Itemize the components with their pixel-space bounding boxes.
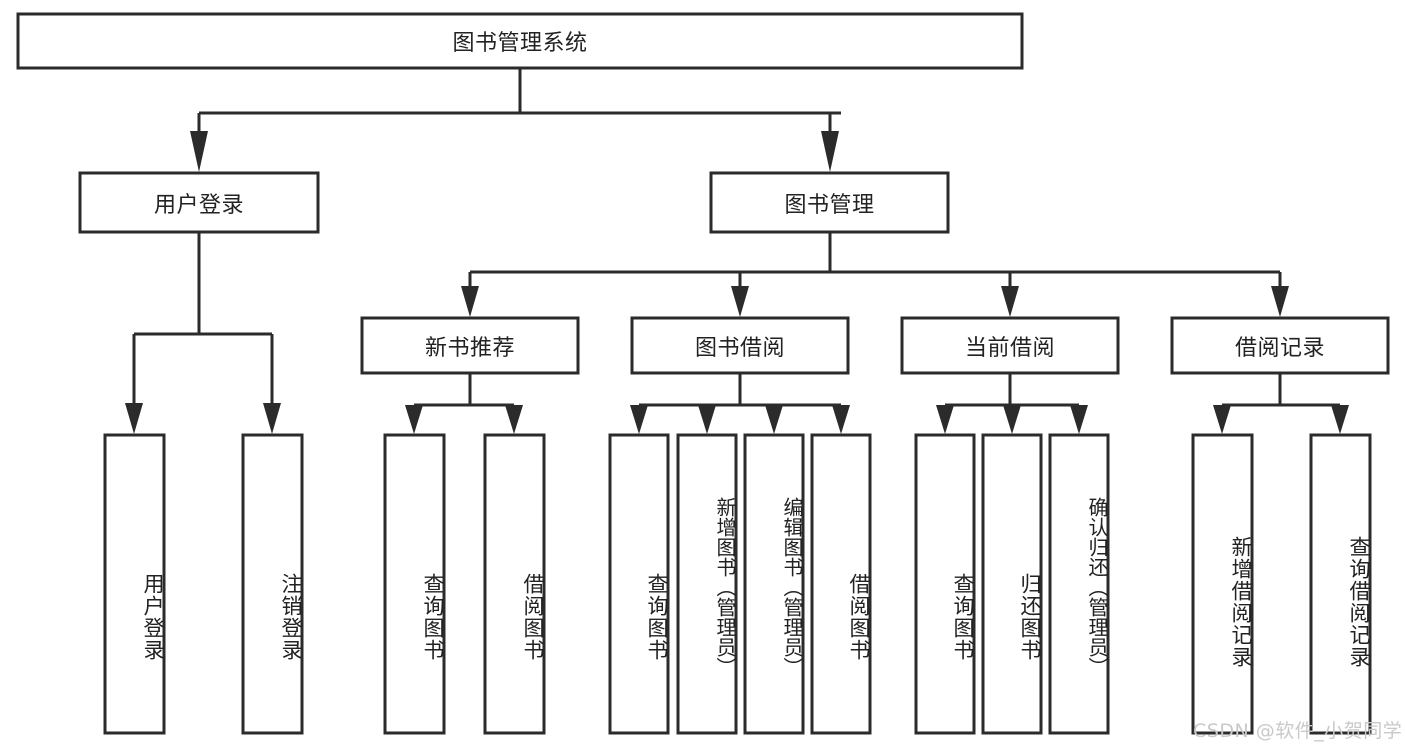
connector-group-borrow-records [1213, 373, 1349, 434]
node-box-leaf-bb-add[interactable] [676, 433, 738, 735]
arrow-head-current-to-query [936, 405, 954, 434]
connector-group-book-manage [461, 232, 1289, 317]
arrow-head-records-to-add [1213, 405, 1231, 434]
node-box-leaf-nb-borrow[interactable] [483, 433, 546, 735]
connector-group-current-borrow [936, 373, 1088, 434]
arrow-head-records-to-query [1331, 405, 1349, 434]
arrow-head-user-to-logout [263, 403, 281, 434]
arrow-head-borrow-to-lend [832, 405, 850, 434]
node-box-current-borrow[interactable] [900, 316, 1120, 375]
connector-group-user-login [125, 232, 281, 434]
node-box-new-books[interactable] [360, 316, 580, 375]
node-box-borrow-records[interactable] [1170, 316, 1390, 375]
arrow-head-borrow-to-edit [765, 405, 783, 434]
arrow-head-root-to-book [821, 131, 839, 172]
connector-group-new-books [405, 373, 523, 434]
arrow-head-user-to-login [125, 403, 143, 434]
node-box-leaf-bb-query[interactable] [608, 433, 670, 735]
arrow-head-newbooks-to-query [405, 405, 423, 434]
node-box-book-manage[interactable] [709, 171, 950, 234]
node-box-root[interactable] [16, 12, 1024, 70]
arrow-head-book-to-borrow [731, 286, 749, 317]
node-box-leaf-nb-query[interactable] [383, 433, 446, 735]
node-box-user-login[interactable] [78, 171, 320, 234]
arrow-head-book-to-new-books [461, 286, 479, 317]
node-box-leaf-br-query[interactable] [1309, 433, 1372, 735]
node-box-leaf-cb-return[interactable] [981, 433, 1043, 735]
node-box-leaf-br-add[interactable] [1191, 433, 1254, 735]
node-box-leaf-cb-query[interactable] [914, 433, 976, 735]
connector-group-book-borrow [630, 373, 850, 434]
node-box-leaf-user-login[interactable] [103, 433, 166, 735]
connector-group-root [190, 68, 841, 172]
node-box-leaf-bb-lend[interactable] [810, 433, 872, 735]
node-box-leaf-bb-edit[interactable] [743, 433, 805, 735]
arrow-head-book-to-records [1271, 286, 1289, 317]
node-box-book-borrow[interactable] [630, 316, 850, 375]
arrow-head-newbooks-to-borrow [505, 405, 523, 434]
node-box-leaf-cb-confirm[interactable] [1048, 433, 1110, 735]
node-box-leaf-user-logout[interactable] [241, 433, 304, 735]
arrow-head-borrow-to-query [630, 405, 648, 434]
arrow-head-root-to-user [190, 131, 208, 172]
arrow-head-book-to-current [1001, 286, 1019, 317]
arrow-head-current-to-return [1003, 405, 1021, 434]
arrow-head-borrow-to-add [698, 405, 716, 434]
arrow-head-current-to-confirm [1070, 405, 1088, 434]
